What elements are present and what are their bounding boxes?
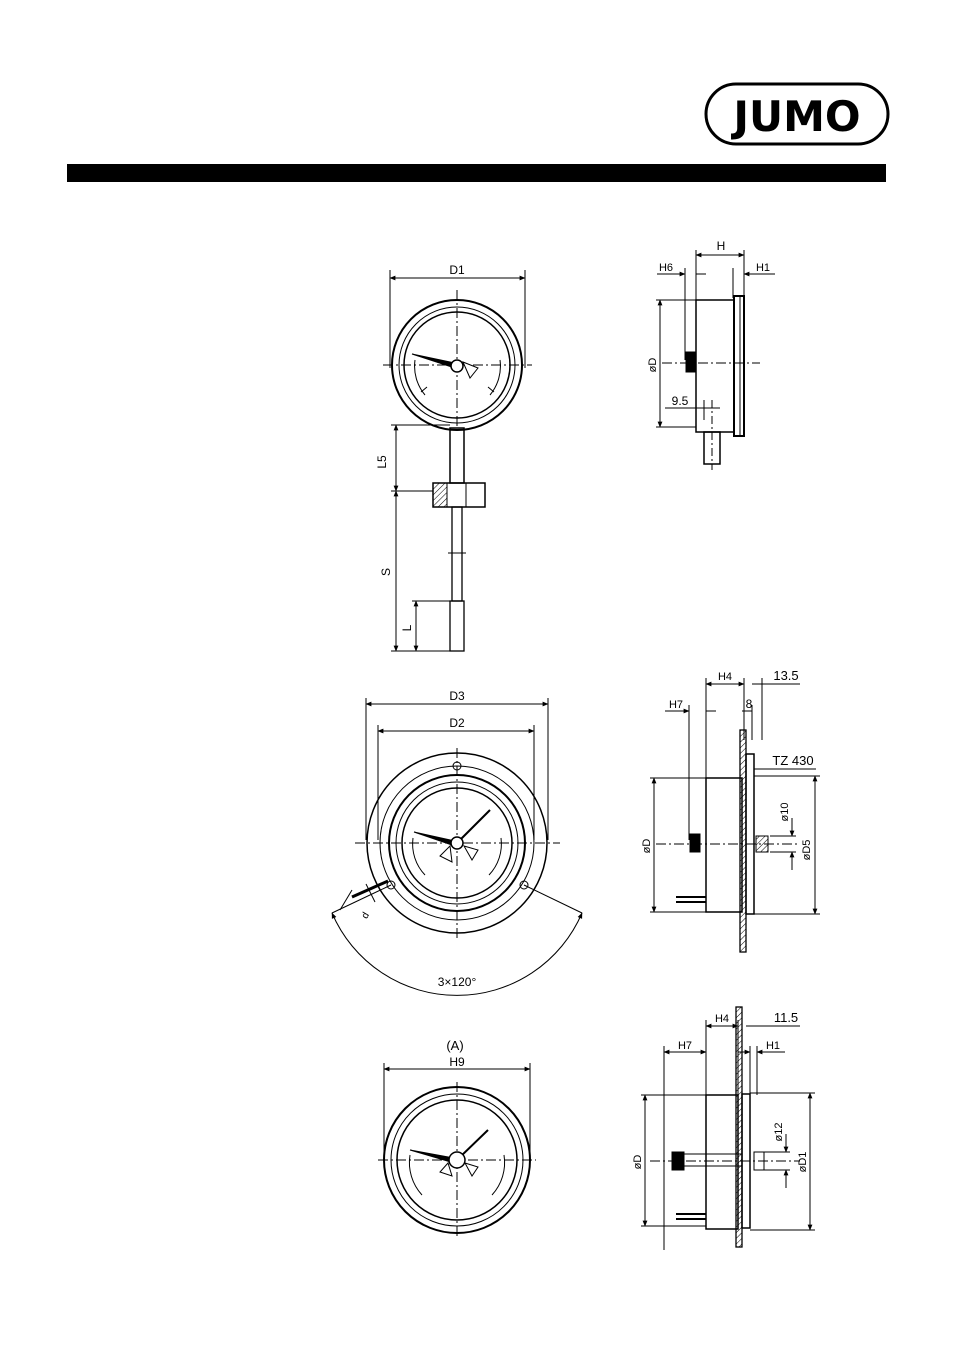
dim-label-D: øD bbox=[632, 1155, 644, 1170]
dim-label-L: L bbox=[400, 624, 414, 631]
dim-label-D2: D2 bbox=[449, 716, 465, 730]
dim-label-H1: H1 bbox=[756, 262, 770, 274]
logo-text: JUMO bbox=[730, 92, 860, 141]
drawing-2-side-view bbox=[650, 678, 820, 952]
dim-label-D5: øD5 bbox=[801, 840, 813, 861]
dim-label-H9: H9 bbox=[449, 1055, 465, 1069]
dim-label-D1: D1 bbox=[449, 263, 465, 277]
drawing-1-side-view bbox=[656, 250, 775, 470]
drawing-3-front-view bbox=[378, 1063, 536, 1238]
dim-label-o12: ø12 bbox=[773, 1123, 785, 1142]
dim-label-11-5: 11.5 bbox=[774, 1010, 798, 1025]
dim-label-d: d bbox=[360, 911, 372, 921]
dim-label-D1: øD1 bbox=[797, 1152, 809, 1173]
dim-label-H4: H4 bbox=[715, 1013, 729, 1025]
dim-label-S: S bbox=[379, 568, 393, 576]
view-label-A: (A) bbox=[446, 1038, 463, 1053]
dim-label-H7: H7 bbox=[669, 699, 683, 711]
dim-label-H1: H1 bbox=[766, 1040, 780, 1052]
dim-label-tz430: TZ 430 bbox=[772, 753, 813, 768]
dim-label-13-5: 13.5 bbox=[773, 668, 798, 683]
dim-label-D3: D3 bbox=[449, 689, 465, 703]
dim-label-o10: ø10 bbox=[779, 803, 791, 822]
header-rule bbox=[67, 164, 886, 182]
dim-label-8: 8 bbox=[746, 697, 753, 711]
dim-label-angle: 3×120° bbox=[438, 975, 477, 989]
dim-label-L5: L5 bbox=[375, 455, 389, 469]
drawing-3-side-view bbox=[641, 1007, 815, 1250]
dim-label-D: øD bbox=[647, 358, 659, 373]
dim-label-H6: H6 bbox=[659, 262, 673, 274]
dim-label-D: øD bbox=[641, 839, 653, 854]
dim-label-H: H bbox=[717, 239, 726, 253]
drawing-2-front-view bbox=[332, 698, 582, 995]
dim-label-H7: H7 bbox=[678, 1040, 692, 1052]
dim-label-9-5: 9.5 bbox=[672, 394, 689, 408]
drawing-1-front-view bbox=[383, 270, 532, 651]
dim-label-H4: H4 bbox=[718, 671, 732, 683]
jumo-logo: JUMO bbox=[706, 84, 888, 144]
